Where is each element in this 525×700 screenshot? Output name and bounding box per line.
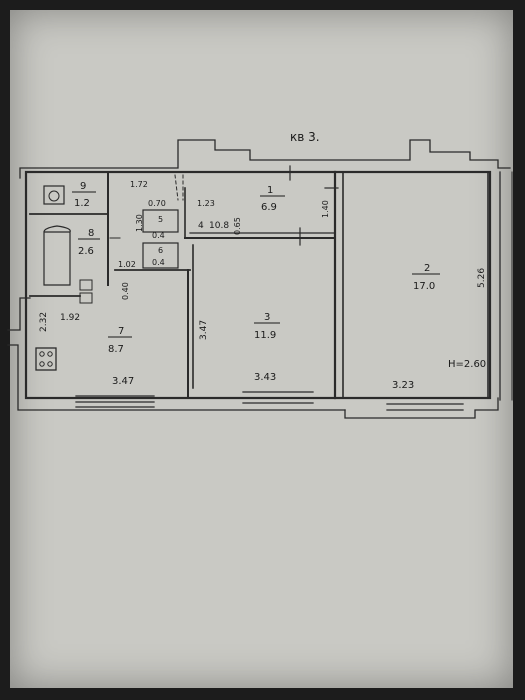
room-3-number: 3	[264, 312, 270, 323]
dim-12: 2.32	[39, 312, 49, 332]
room-1-number: 1	[267, 185, 273, 196]
dim-5: 1.40	[321, 200, 330, 218]
room-8-area: 2.6	[78, 246, 94, 257]
apartment-label: кв 3.	[290, 130, 320, 144]
bathtub	[43, 225, 71, 286]
closet-5	[142, 209, 179, 233]
dim-11: 1.92	[60, 313, 80, 323]
door-mark-1	[174, 174, 179, 201]
dim-15: 3.23	[392, 380, 414, 391]
closet-6	[142, 242, 179, 269]
toilet-bowl	[48, 190, 60, 202]
stove-burner-3	[39, 361, 45, 367]
room-1-area: 6.9	[261, 202, 277, 213]
dim-8: 1.02	[118, 260, 136, 269]
room-9-number: 9	[80, 181, 86, 192]
dim-3: 1.23	[197, 199, 215, 208]
dim-1: 1.72	[130, 180, 148, 189]
dim-9: 0.40	[121, 282, 130, 300]
room-3-area: 11.9	[254, 330, 276, 341]
room-5-area: 0.4	[152, 231, 165, 240]
sink-2	[79, 292, 93, 304]
room-2-area: 17.0	[413, 281, 435, 292]
dim-7: 1.30	[135, 214, 144, 232]
right-lower	[344, 397, 499, 419]
dim-14: 3.43	[254, 372, 276, 383]
window-kitchen	[75, 395, 155, 408]
stove	[35, 347, 57, 371]
window-room3	[242, 391, 314, 404]
room-5-number: 5	[158, 215, 163, 224]
sink	[79, 279, 93, 291]
room-4-number: 4	[198, 221, 204, 231]
stove-burner-4	[47, 361, 53, 367]
room-9-area: 1.2	[74, 198, 90, 209]
stove-burner-1	[39, 351, 45, 357]
dim-10: 3.47	[199, 320, 209, 340]
room-2-number: 2	[424, 263, 430, 274]
window-room2	[386, 397, 464, 411]
dim-2: 0.70	[148, 199, 166, 208]
room-4-area: 10.8	[209, 221, 229, 231]
dim-6: 5.26	[477, 268, 487, 288]
dim-13: 3.47	[112, 376, 134, 387]
room-7-area: 8.7	[108, 344, 124, 355]
stove-burner-2	[47, 351, 53, 357]
room-6-number: 6	[158, 246, 163, 255]
room-7-number: 7	[118, 326, 124, 337]
toilet-box	[43, 185, 65, 205]
dim-4: 0.65	[233, 217, 242, 235]
left-lower	[7, 344, 346, 411]
paper-sheet	[10, 10, 513, 688]
room-6-area: 0.4	[152, 258, 165, 267]
room-8-number: 8	[88, 228, 94, 239]
top-outline	[19, 139, 511, 179]
left-jog	[7, 297, 31, 331]
ceiling-height: H=2.60	[448, 359, 486, 370]
